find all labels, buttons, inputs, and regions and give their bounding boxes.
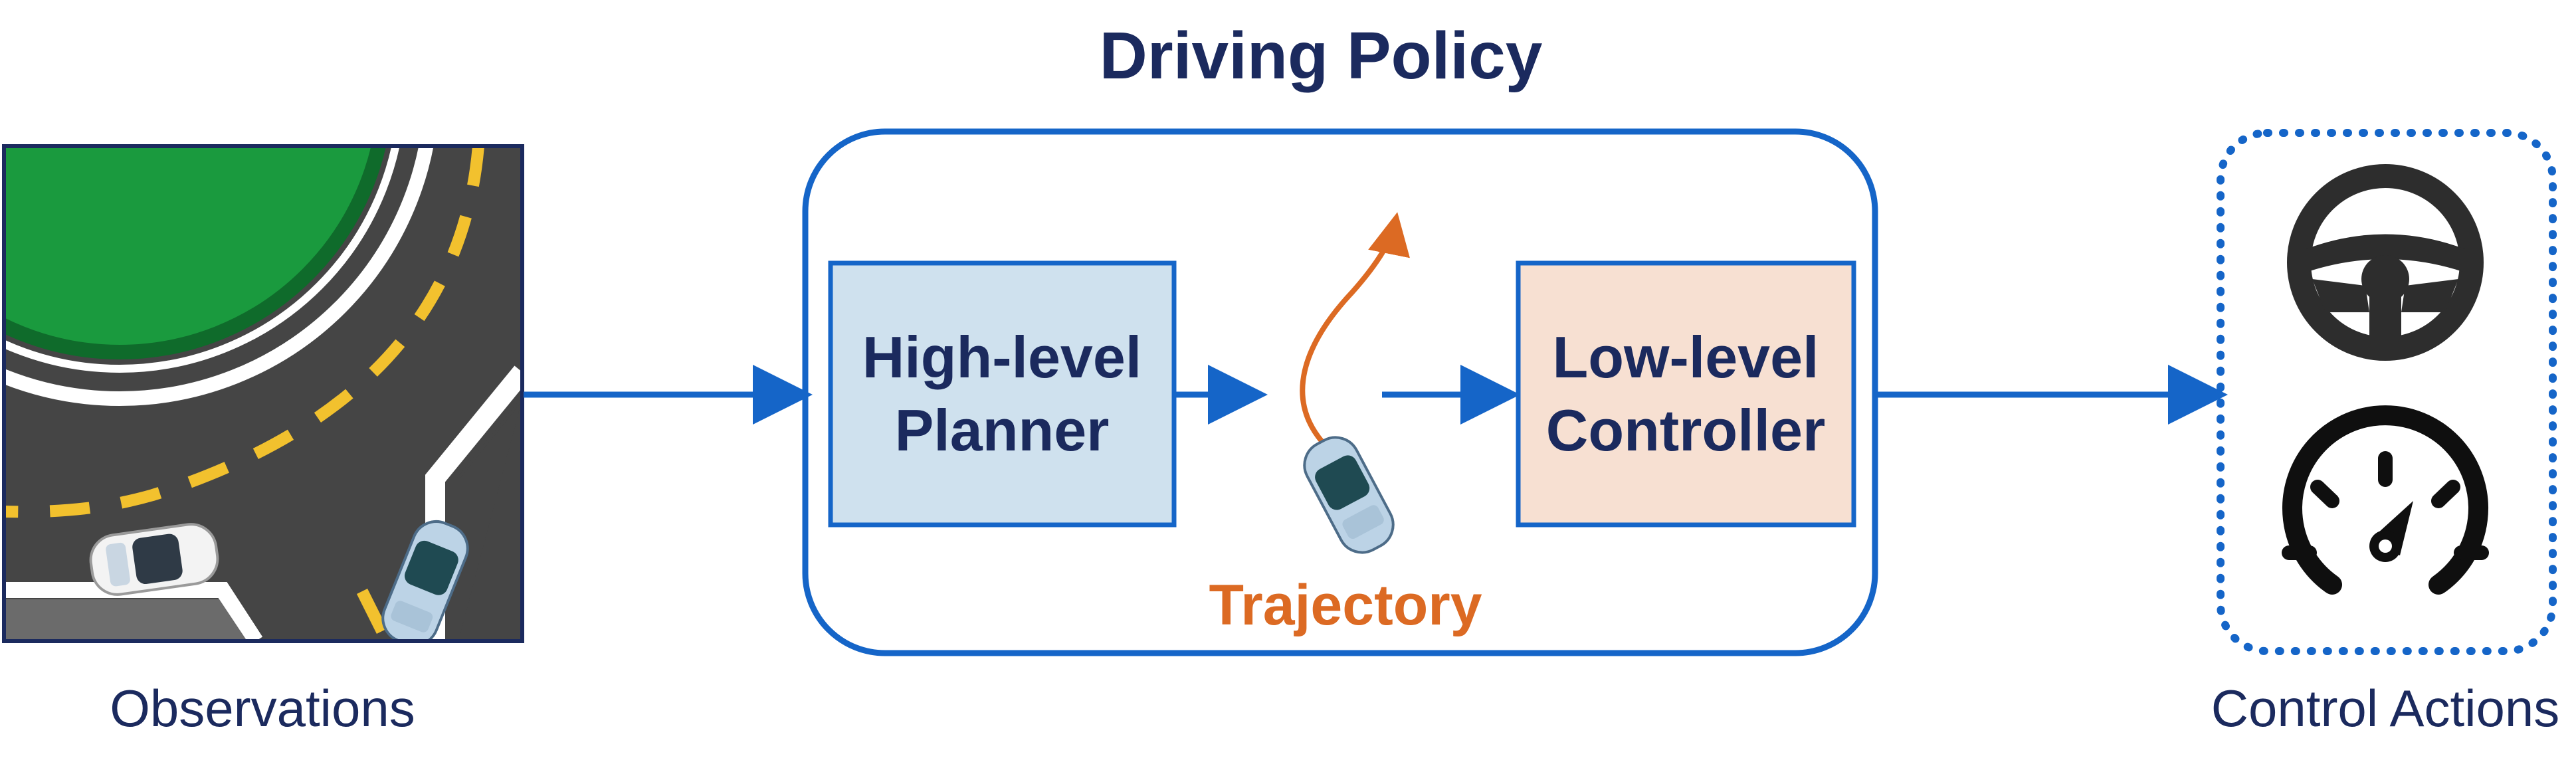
speedometer-icon xyxy=(2282,405,2489,595)
planner-label-line2: Planner xyxy=(895,397,1110,463)
trajectory-illustration xyxy=(1300,212,1410,554)
lane-marking xyxy=(4,146,484,518)
trajectory-label: Trajectory xyxy=(1209,573,1482,637)
controller-label-line2: Controller xyxy=(1546,397,1825,463)
observation-car-2 xyxy=(381,520,469,641)
observation-car-1 xyxy=(89,523,219,596)
planner-label: High-level xyxy=(862,324,1142,390)
steering-wheel-icon xyxy=(2287,164,2484,361)
observations-label: Observations xyxy=(110,679,415,737)
driving-policy-container xyxy=(802,128,1878,656)
low-level-controller-box xyxy=(1516,260,1856,528)
observation-image xyxy=(4,146,522,641)
control-actions-container xyxy=(2217,129,2557,655)
control-actions-label: Control Actions xyxy=(2211,679,2560,737)
high-level-planner-box xyxy=(828,260,1177,528)
controller-label: Low-level xyxy=(1553,324,1819,390)
diagram-title: Driving Policy xyxy=(1100,19,1543,93)
planned-path-arrow xyxy=(1300,212,1410,444)
trajectory-car-icon xyxy=(1303,436,1395,554)
